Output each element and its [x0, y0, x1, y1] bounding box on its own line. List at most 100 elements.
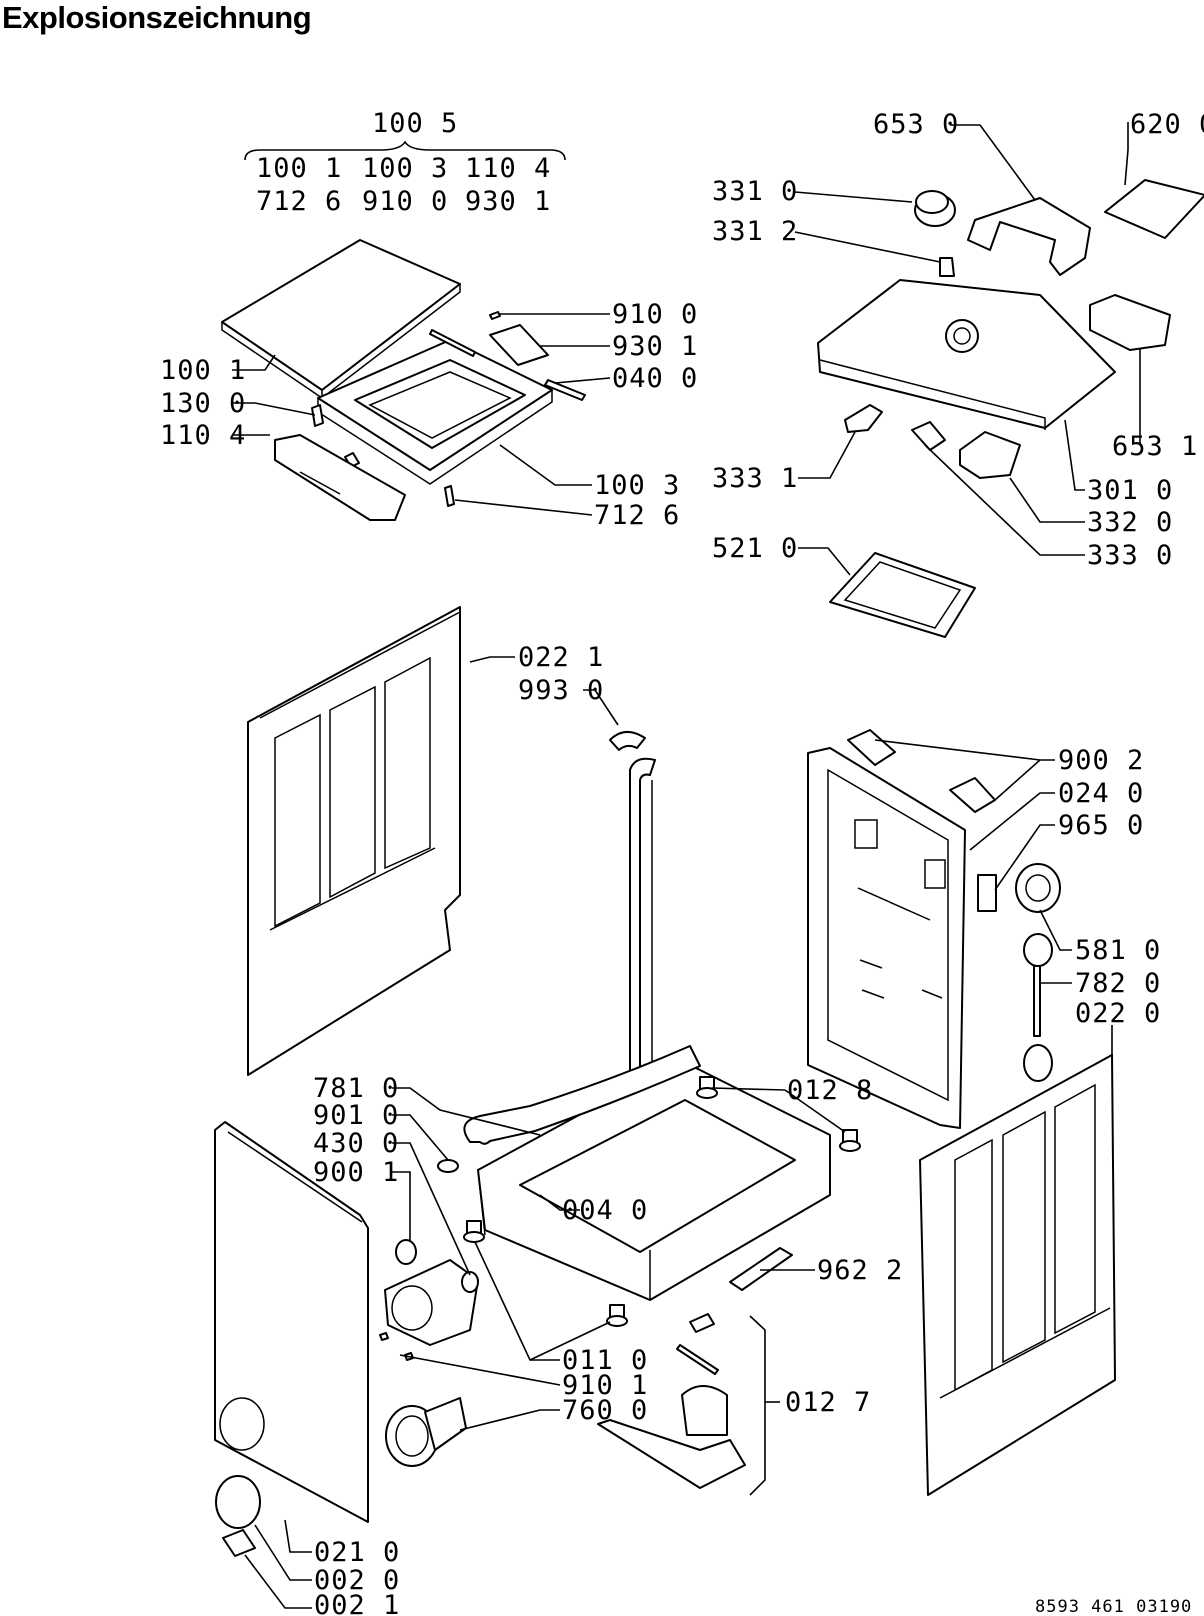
label-781-0: 781 0: [313, 1073, 399, 1104]
label-333-1: 333 1: [712, 463, 798, 494]
seal-part: [1023, 933, 1053, 967]
label-012-8: 012 8: [787, 1075, 873, 1106]
label-910-1: 910 1: [562, 1370, 648, 1401]
strip-part: [729, 1247, 793, 1291]
hinge-pin-part: [444, 485, 455, 507]
screw-part-2: [379, 1332, 389, 1341]
label-022-1: 022 1: [518, 642, 604, 673]
side-panel-left-part: [247, 606, 461, 1076]
label-333-0: 333 0: [1087, 540, 1173, 571]
label-653-0: 653 0: [873, 109, 959, 140]
group-row1-label-3: 110 4: [465, 153, 551, 184]
pump-part: [384, 1259, 479, 1346]
pcb-board-part: [1104, 179, 1204, 239]
flap-hinge-part: [222, 1529, 256, 1557]
label-910-0: 910 0: [612, 299, 698, 330]
rod-part: [544, 379, 586, 401]
hose-clamp-part: [437, 1159, 459, 1173]
switch-part: [844, 404, 883, 433]
label-965-0: 965 0: [1058, 810, 1144, 841]
rod-part-2: [429, 329, 476, 357]
electronic-module-part: [829, 552, 976, 638]
label-993-0: 993 0: [518, 675, 604, 706]
back-panel-part: [807, 747, 966, 1129]
label-024-0: 024 0: [1058, 778, 1144, 809]
tube-part: [1033, 965, 1041, 1037]
front-panel-part: [214, 1121, 369, 1523]
cover-plate-part: [489, 324, 549, 366]
clip-part-3: [949, 777, 996, 813]
hinge-clip-part: [311, 404, 324, 427]
valve-part: [689, 1313, 715, 1333]
label-930-1: 930 1: [612, 331, 698, 362]
panel-bracket-part: [967, 197, 1091, 276]
hose-part: [463, 1045, 701, 1145]
page-title: Explosionszeichnung: [2, 0, 312, 35]
group-row2-label-2: 910 0: [362, 186, 448, 217]
lid-frame-part: [317, 339, 553, 485]
label-012-7: 012 7: [785, 1387, 871, 1418]
label-331-2: 331 2: [712, 216, 798, 247]
label-900-1: 900 1: [313, 1157, 399, 1188]
label-430-0: 430 0: [313, 1128, 399, 1159]
label-130-0: 130 0: [160, 388, 246, 419]
label-782-0: 782 0: [1075, 968, 1161, 999]
handle-bar-part: [274, 434, 406, 521]
label-620-0: 620 0: [1130, 109, 1204, 140]
label-301-0: 301 0: [1087, 475, 1173, 506]
label-332-0: 332 0: [1087, 507, 1173, 538]
label-021-0: 021 0: [314, 1537, 400, 1568]
switch-part-2: [911, 421, 946, 451]
seal-part-2: [1023, 1044, 1053, 1082]
label-100-1: 100 1: [160, 355, 246, 386]
group-row2-label-1: 712 6: [256, 186, 342, 217]
group-top-label: 100 5: [372, 108, 458, 139]
foot-part-3: [463, 1220, 485, 1243]
reference-number: 8593 461 03190: [1035, 1597, 1192, 1616]
foot-part: [696, 1076, 718, 1099]
label-004-0: 004 0: [562, 1195, 648, 1226]
knob-shaft-part: [939, 257, 955, 277]
label-331-0: 331 0: [712, 176, 798, 207]
holder-part: [681, 1385, 728, 1436]
pressure-switch-part: [1015, 863, 1061, 913]
label-900-2: 900 2: [1058, 745, 1144, 776]
label-011-0: 011 0: [562, 1345, 648, 1376]
knob-part: [914, 190, 956, 227]
filter-part: [385, 1397, 467, 1467]
label-022-0: 022 0: [1075, 998, 1161, 1029]
label-110-4: 110 4: [160, 420, 246, 451]
ring-part: [395, 1239, 417, 1265]
group-row2-label-3: 930 1: [465, 186, 551, 217]
label-962-2: 962 2: [817, 1255, 903, 1286]
drain-hose-part: [609, 731, 656, 1106]
group-row1-label-1: 100 1: [256, 153, 342, 184]
side-panel-right-part: [919, 1054, 1116, 1496]
label-002-1: 002 1: [314, 1590, 400, 1616]
connector-part: [977, 874, 997, 912]
clip-part-2: [847, 729, 896, 766]
button-holder-part: [1089, 294, 1171, 351]
label-581-0: 581 0: [1075, 935, 1161, 966]
label-653-1: 653 1: [1112, 431, 1198, 462]
label-521-0: 521 0: [712, 533, 798, 564]
base-frame-part: [477, 1059, 831, 1301]
label-760-0: 760 0: [562, 1395, 648, 1426]
group-row1-label-2: 100 3: [362, 153, 448, 184]
label-002-0: 002 0: [314, 1565, 400, 1596]
foot-part-2: [839, 1129, 861, 1152]
leader-lines: [232, 122, 1141, 1609]
label-040-0: 040 0: [612, 363, 698, 394]
foot-plate-part: [597, 1419, 746, 1489]
screw-part: [489, 311, 501, 320]
pin-part: [676, 1344, 719, 1375]
foot-part-4: [606, 1304, 628, 1327]
service-flap-part: [215, 1475, 261, 1529]
control-panel-part: [817, 279, 1116, 430]
push-button-part: [959, 431, 1021, 479]
group-bracket: 100 5 100 1 100 3 110 4 712 6 910 0 930 …: [244, 108, 566, 217]
top-lid-part: [221, 239, 461, 400]
label-100-3: 100 3: [594, 470, 680, 501]
label-712-6: 712 6: [594, 500, 680, 531]
